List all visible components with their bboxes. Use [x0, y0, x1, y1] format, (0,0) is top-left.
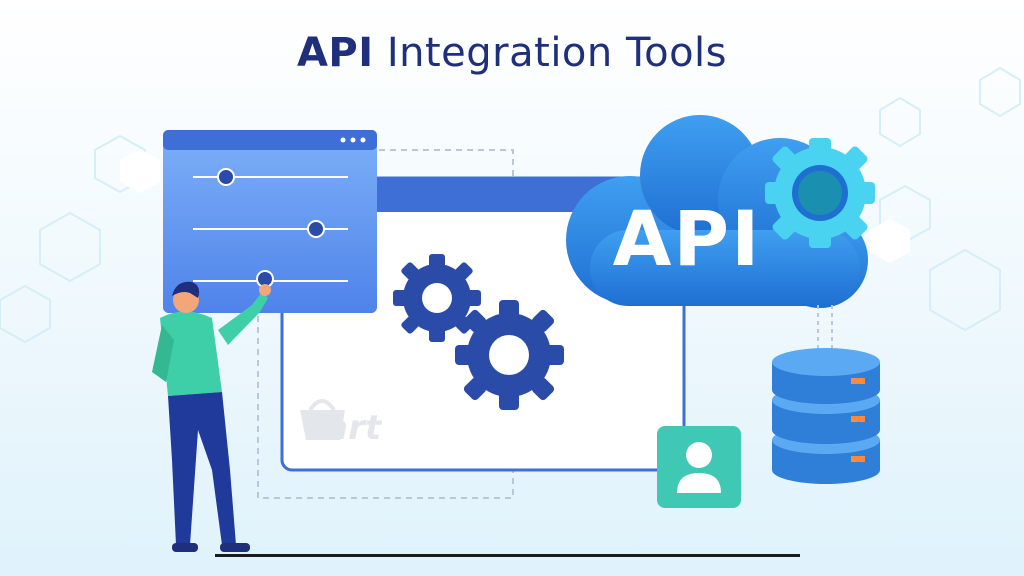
cart-watermark: cart	[305, 408, 382, 448]
white-hexagons	[120, 149, 910, 263]
slider-knob-2[interactable]	[307, 220, 325, 238]
cloud-db-link	[817, 305, 833, 355]
title-light: Integration Tools	[386, 30, 728, 76]
gear-icon	[765, 138, 875, 248]
person-figure	[152, 281, 271, 552]
background-hexagons	[0, 66, 1021, 344]
user-icon	[657, 426, 741, 508]
page-title: API Integration Tools	[0, 30, 1024, 76]
gear-icon	[455, 300, 564, 410]
slider-panel	[163, 130, 377, 313]
cloud-api-label: API	[612, 194, 762, 283]
gear-icon	[393, 254, 481, 342]
title-bold: API	[296, 30, 374, 76]
cart-logo-icon	[300, 399, 345, 440]
slider-knob-1[interactable]	[217, 168, 235, 186]
database-icon	[772, 348, 880, 484]
bottom-bar	[215, 554, 800, 557]
